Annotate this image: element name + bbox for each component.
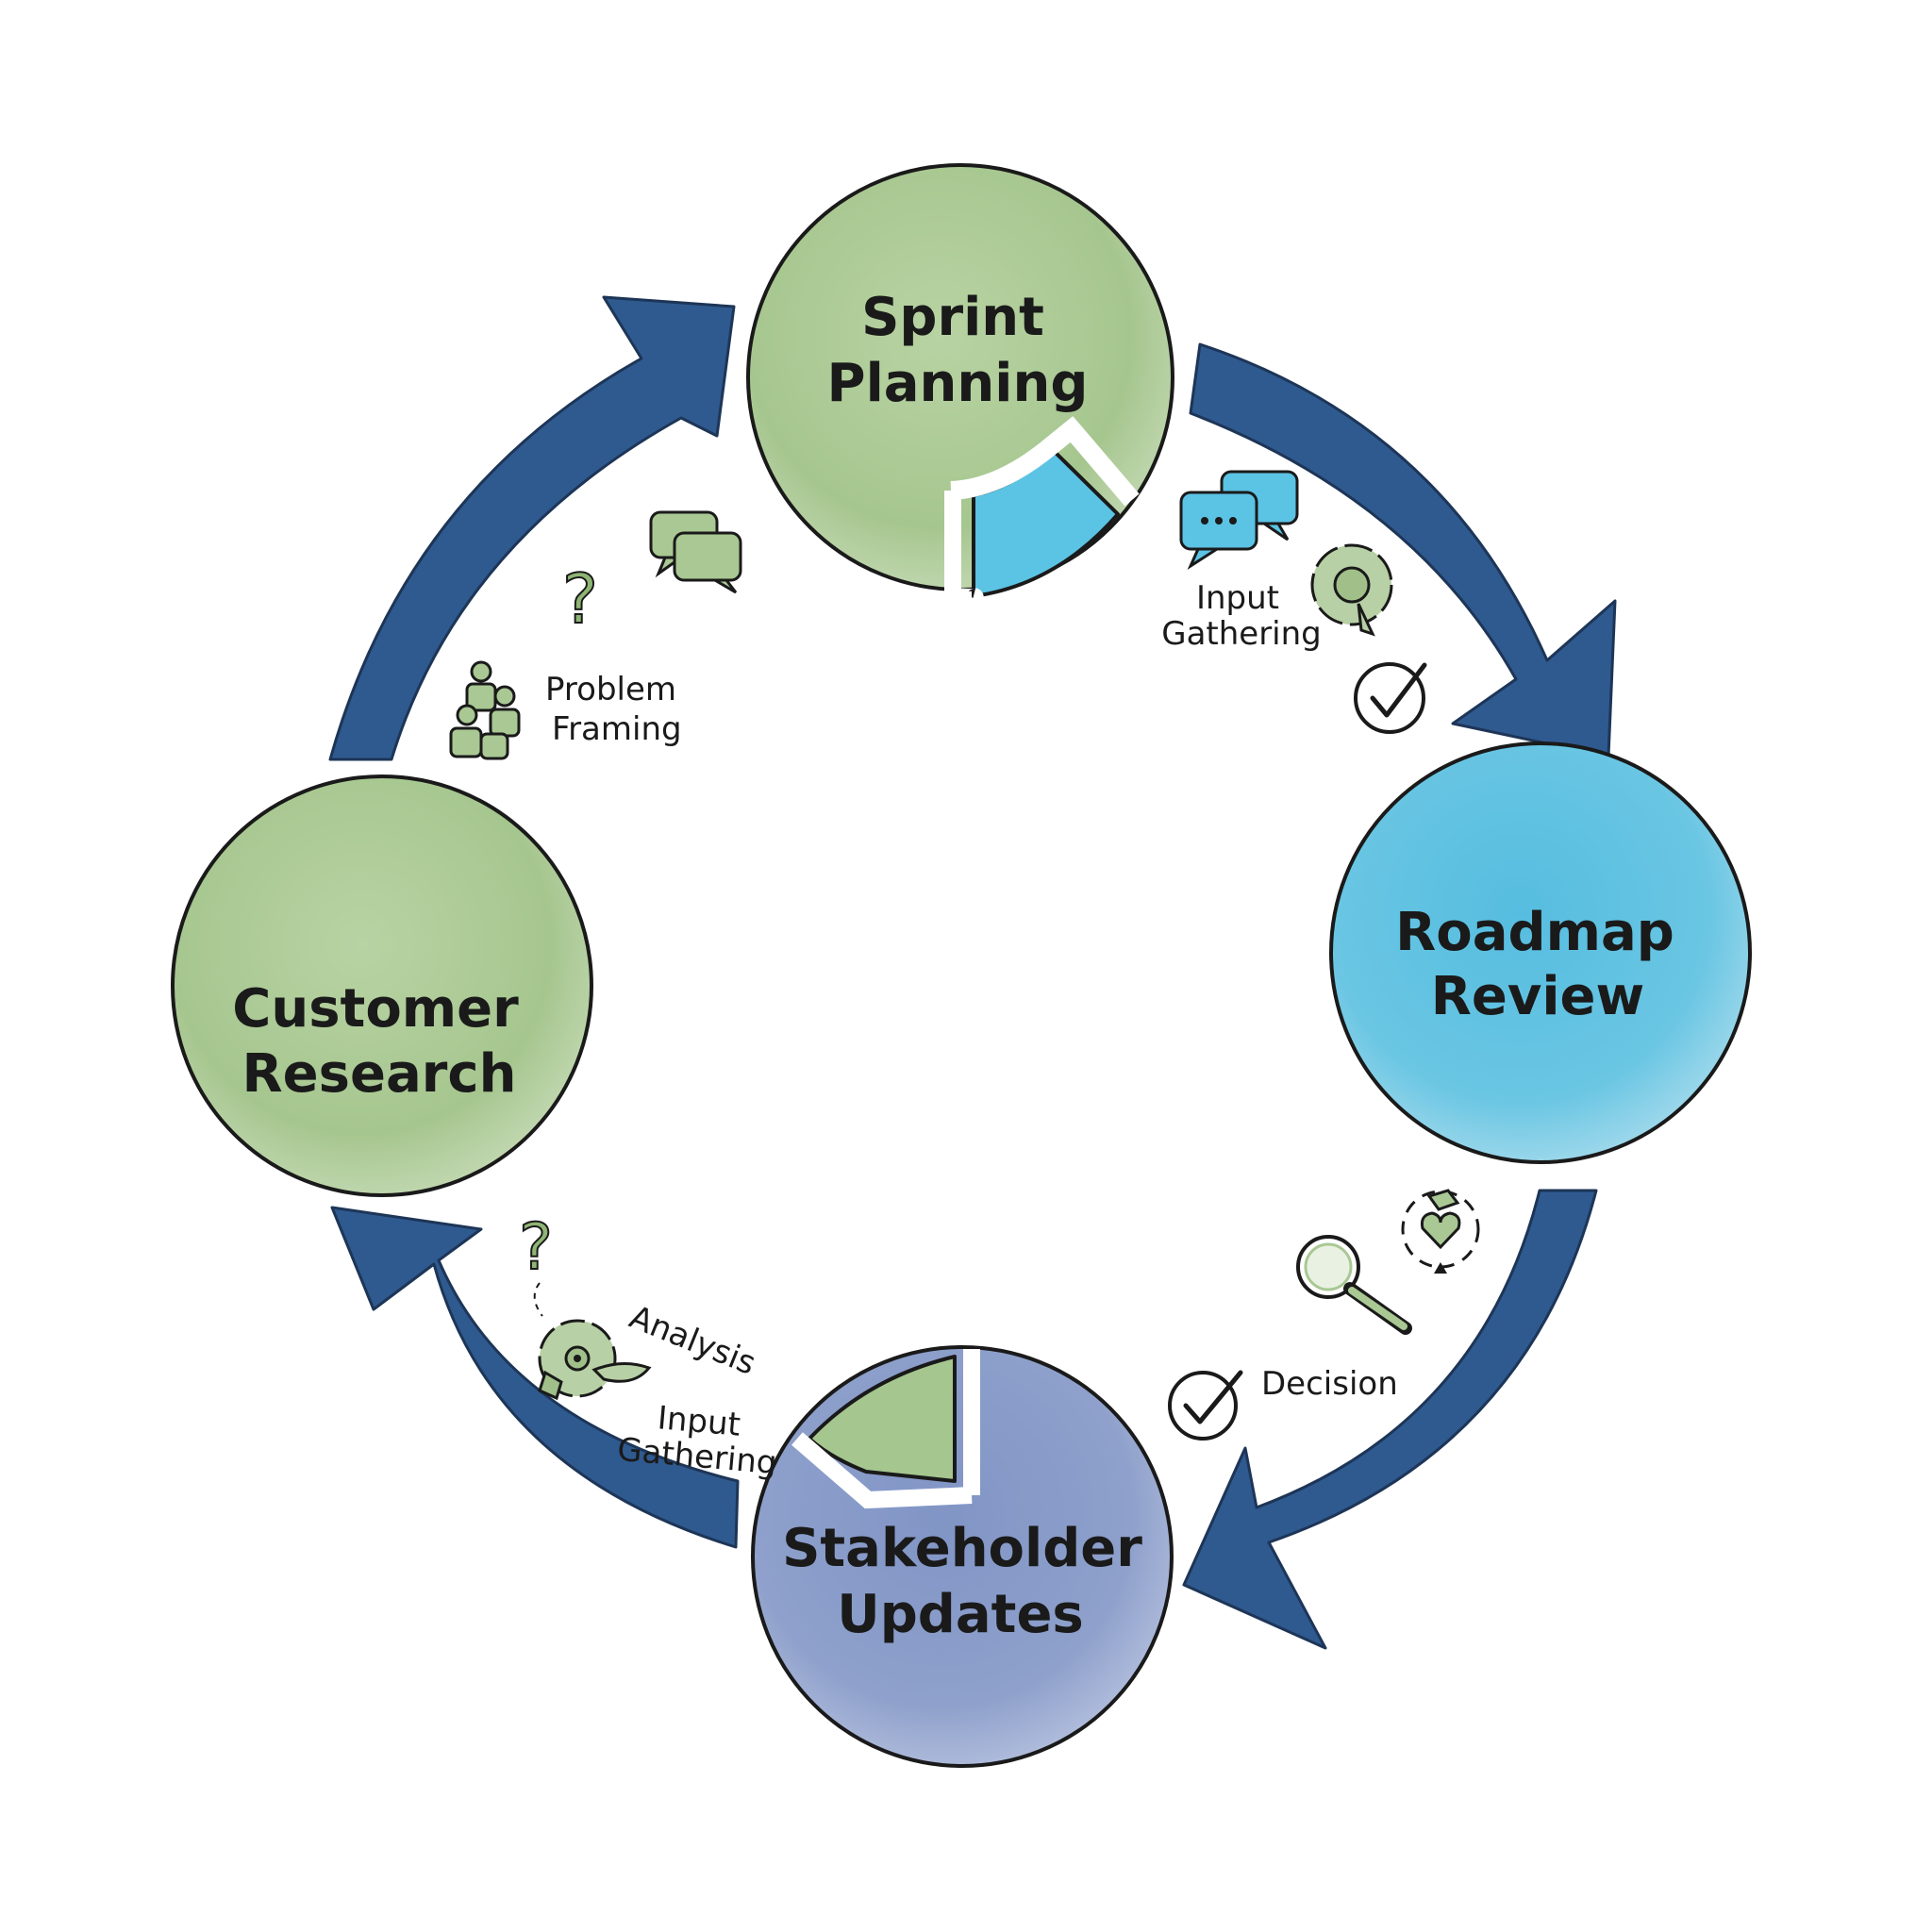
stage-node-sprint-planning: Sprint Planning <box>746 163 1174 606</box>
stakeholder-updates-line1: Stakeholder <box>782 1518 1142 1579</box>
svg-text:?: ? <box>562 559 598 639</box>
chat-bubbles-icon-top-right <box>1179 470 1299 570</box>
check-circle-icon-bottom-right <box>1168 1370 1243 1441</box>
check-circle-icon-top-right <box>1354 662 1427 734</box>
customer-research-line2: Research <box>242 1043 517 1105</box>
sprint-planning-line1: Sprint <box>861 287 1044 348</box>
arrow-stakeholder-to-customer <box>330 1206 740 1549</box>
note-decision: Decision <box>1261 1365 1398 1403</box>
magnifying-glass-icon <box>1296 1235 1412 1335</box>
stage-node-stakeholder-updates: Stakeholder Updates <box>751 1345 1174 1768</box>
note-input-gathering-top-1: Input <box>1196 579 1279 617</box>
customer-research-line1: Customer <box>232 978 519 1040</box>
target-icon-top-right <box>1310 543 1393 637</box>
question-mark-icon-top-left: ? <box>561 558 599 640</box>
people-group-icon <box>449 660 521 760</box>
svg-text:?: ? <box>519 1210 553 1285</box>
note-input-gathering-bottom-1: Input <box>656 1399 741 1444</box>
roadmap-review-line1: Roadmap <box>1395 902 1674 963</box>
arrow-customer-to-sprint <box>328 295 736 761</box>
sprint-planning-line2: Planning <box>827 353 1089 414</box>
chat-bubbles-icon-top-left <box>649 510 742 594</box>
roadmap-review-line2: Review <box>1431 966 1645 1027</box>
heart-target-icon <box>1401 1189 1480 1274</box>
note-input-gathering-top-2: Gathering <box>1161 615 1322 653</box>
question-mark-icon-bottom-left: ? <box>518 1209 554 1317</box>
arrow-roadmap-to-stakeholder <box>1182 1189 1598 1650</box>
stage-node-roadmap-review: Roadmap Review <box>1329 741 1752 1164</box>
target-dart-icon-bottom-left <box>538 1319 652 1401</box>
note-problem-framing-1: Problem <box>545 671 676 708</box>
stage-node-customer-research: Customer Research <box>171 774 593 1197</box>
note-problem-framing-2: Framing <box>552 710 682 748</box>
stakeholder-updates-line2: Updates <box>837 1584 1084 1645</box>
arrow-sprint-to-roadmap <box>1189 342 1617 758</box>
